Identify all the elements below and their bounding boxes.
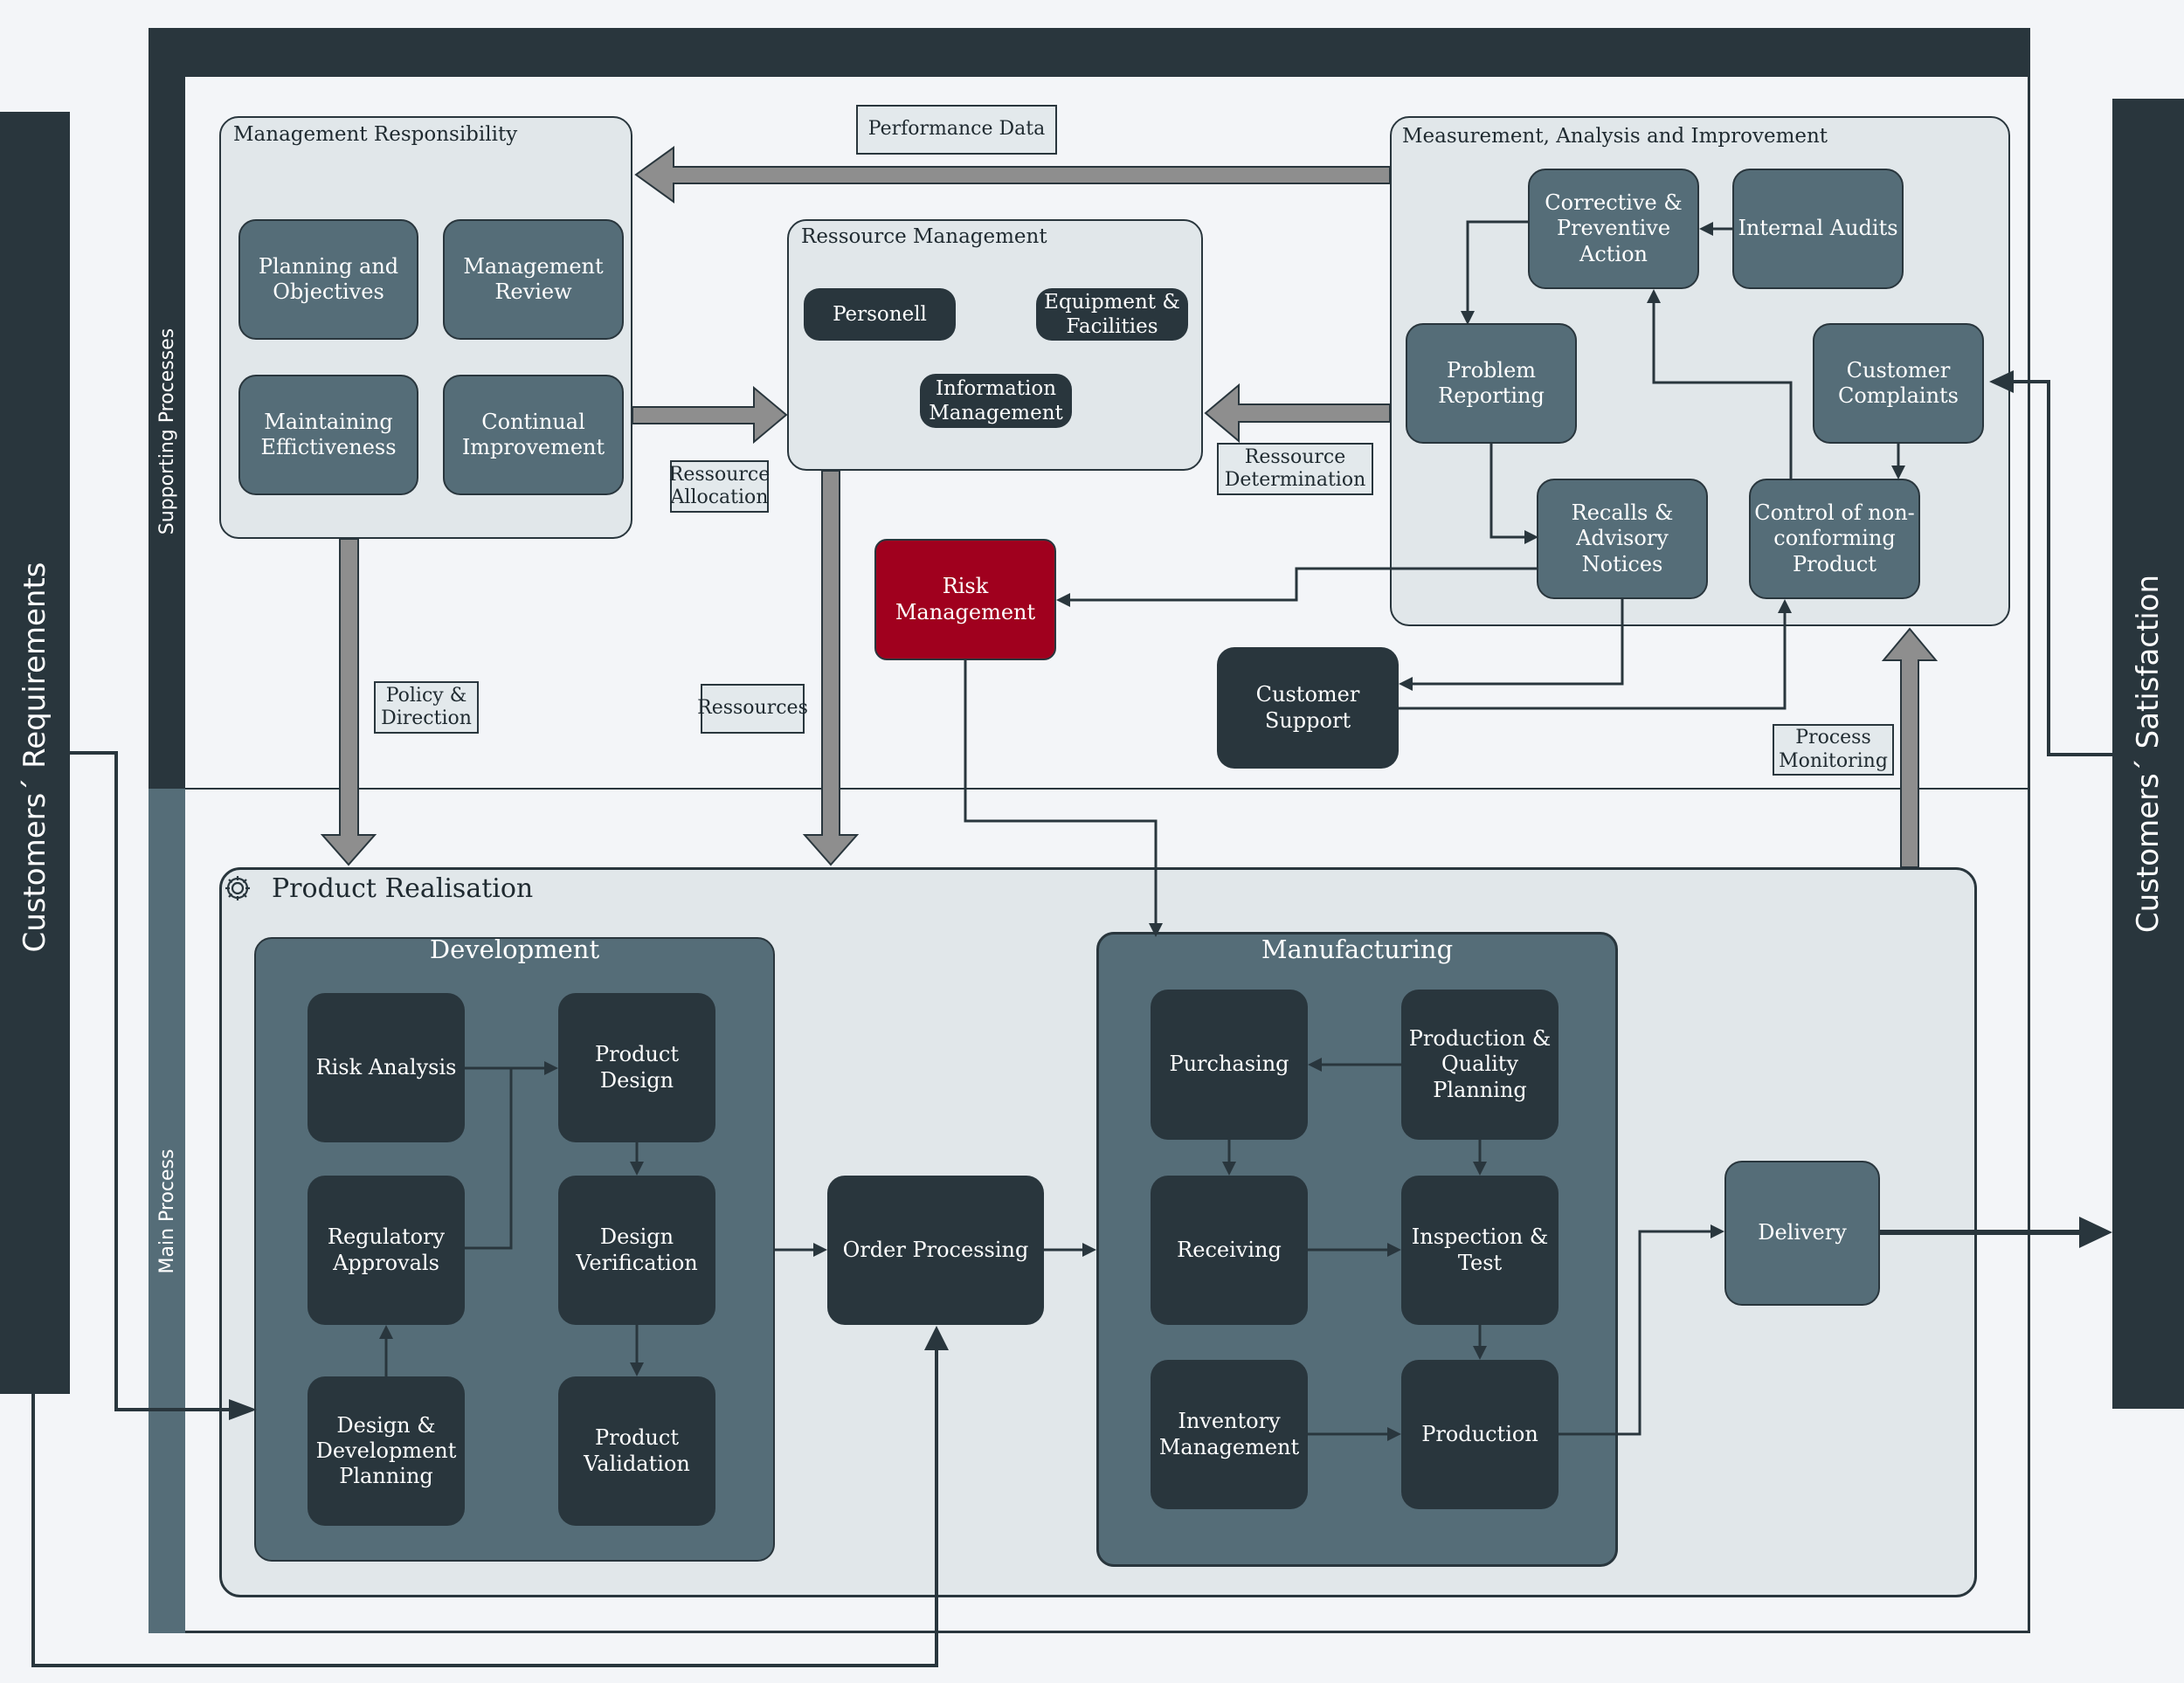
design-verification-box: Design Verification [558, 1176, 715, 1325]
management-review-box: Management Review [443, 219, 624, 340]
control-nonconforming-box: Control of non-conforming Product [1749, 479, 1920, 599]
ressources-arrow [802, 470, 860, 866]
ressources-tag: Ressources [697, 684, 808, 734]
satisfaction-feedback-line [2009, 380, 2112, 756]
planning-objectives-box: Planning and Objectives [238, 219, 418, 340]
management-responsibility-title: Management Responsibility [233, 123, 518, 146]
order-processing-box: Order Processing [827, 1176, 1044, 1325]
design-development-planning-box: Design & Development Planning [308, 1376, 465, 1526]
purchasing-box: Purchasing [1151, 990, 1308, 1140]
resource-management-title: Ressource Management [801, 225, 1047, 248]
product-design-box: Product Design [558, 993, 715, 1142]
measurement-title: Measurement, Analysis and Improvement [1402, 125, 1828, 148]
risk-analysis-box: Risk Analysis [308, 993, 465, 1142]
development-title: Development [429, 935, 600, 964]
resource-allocation-arrow [632, 385, 788, 445]
customer-support-box: Customer Support [1217, 647, 1399, 769]
policy-direction-tag: Policy & Direction [374, 681, 479, 734]
risk-to-manufacturing-line [964, 660, 1158, 928]
inspection-test-box: Inspection & Test [1401, 1176, 1559, 1325]
performance-data-tag: Performance Data [856, 105, 1057, 155]
frame-header [149, 28, 2030, 77]
process-monitoring-arrow [1881, 627, 1939, 868]
receiving-box: Receiving [1151, 1176, 1308, 1325]
inventory-management-box: Inventory Management [1151, 1360, 1308, 1509]
main-band [149, 789, 185, 1633]
policy-direction-arrow [320, 538, 377, 866]
corrective-to-problem-line [1466, 220, 1528, 314]
maintaining-effectiveness-box: Maintaining Effictiveness [238, 375, 418, 495]
customer-satisfaction-bar [2112, 99, 2184, 1409]
band-divider [185, 788, 2030, 790]
recalls-to-risk-line [1067, 567, 1537, 602]
product-validation-box: Product Validation [558, 1376, 715, 1526]
equipment-facilities-box: Equipment & Facilities [1036, 288, 1188, 341]
personell-box: Personell [804, 288, 956, 341]
risk-management-box: Risk Management [874, 539, 1056, 660]
delivery-box: Delivery [1724, 1161, 1880, 1306]
requirements-input-line [70, 751, 241, 1411]
ressource-allocation-tag: Ressource Allocation [669, 460, 770, 513]
ressource-determination-tag: Ressource Determination [1217, 443, 1373, 495]
information-management-box: Information Management [920, 374, 1072, 428]
problem-reporting-box: Problem Reporting [1406, 323, 1577, 444]
resource-determination-arrow [1204, 383, 1391, 444]
customer-complaints-box: Customer Complaints [1813, 323, 1984, 444]
performance-data-arrow [634, 146, 1391, 203]
internal-audits-box: Internal Audits [1732, 169, 1904, 289]
customer-requirements-bar [0, 112, 70, 1394]
process-monitoring-tag: Process Monitoring [1773, 724, 1894, 776]
control-to-corrective-line [1652, 300, 1793, 479]
resource-management-panel [787, 219, 1203, 471]
recalls-box: Recalls & Advisory Notices [1537, 479, 1708, 599]
requirements-order-line [31, 1345, 938, 1667]
corrective-preventive-box: Corrective & Preventive Action [1528, 169, 1699, 289]
production-quality-planning-box: Production & Quality Planning [1401, 990, 1559, 1140]
regulatory-approvals-box: Regulatory Approvals [308, 1176, 465, 1325]
production-box: Production [1401, 1360, 1559, 1509]
gear-icon [221, 872, 254, 905]
continual-improvement-box: Continual Improvement [443, 375, 624, 495]
manufacturing-title: Manufacturing [1261, 935, 1454, 964]
supporting-band [149, 77, 185, 789]
product-realisation-title: Product Realisation [272, 873, 534, 904]
